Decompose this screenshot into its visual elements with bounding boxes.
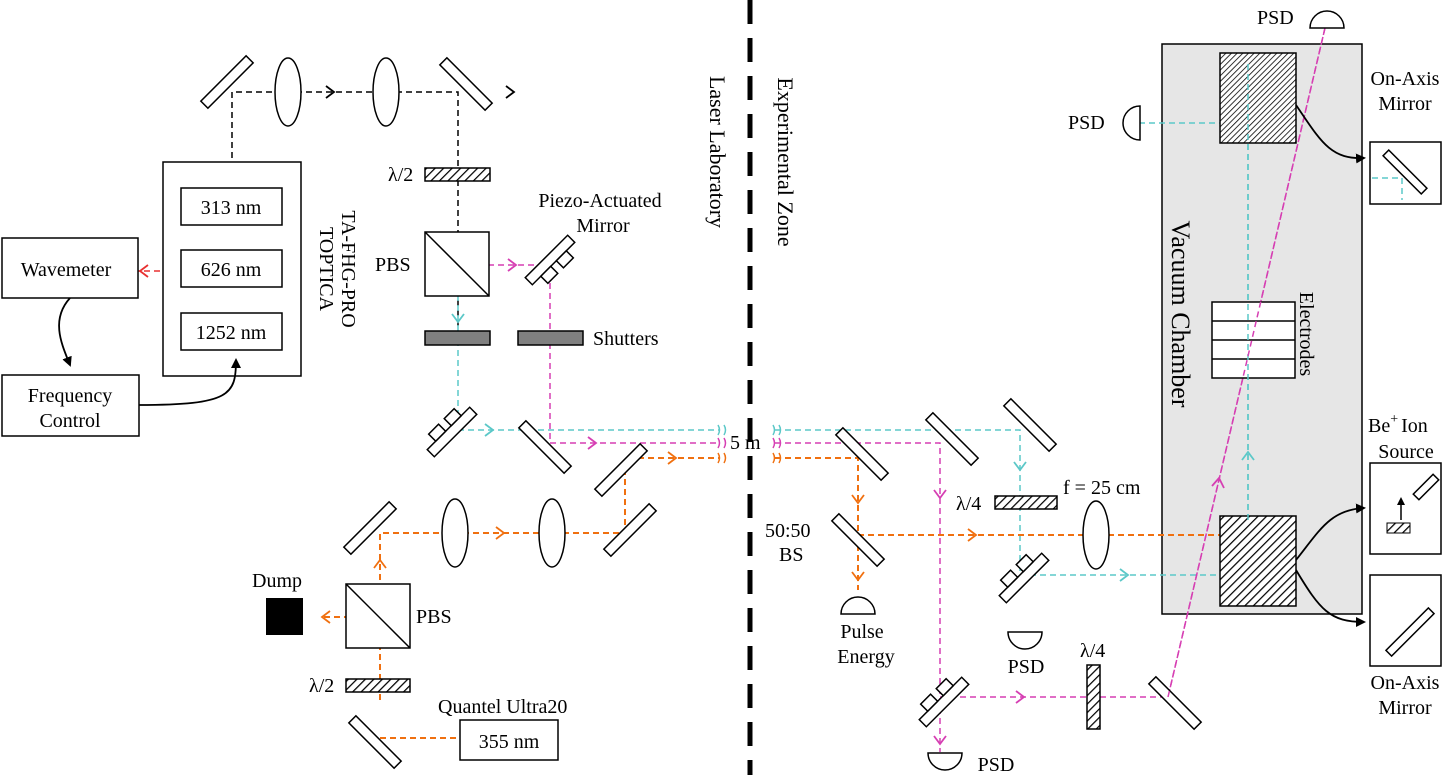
box-626nm (180, 249, 283, 288)
mirror-exp-orange (834, 426, 890, 482)
electrodes-label: Electrodes (1295, 292, 1317, 377)
lens-top-1 (274, 57, 302, 127)
mirror-exp-magenta (924, 411, 980, 467)
beamsplitter-label-1: 50:50 (765, 520, 811, 542)
quarterwave-plate-a-label: λ/4 (956, 493, 981, 515)
halfwave-plate-bottom-label: λ/2 (309, 675, 334, 697)
psd-left-label: PSD (1068, 112, 1105, 134)
piezo-label-1: Piezo-Actuated (538, 190, 661, 212)
control-to-laser-cable (138, 358, 241, 406)
be-ion-label-1: Be+Ion (1368, 412, 1428, 437)
halfwave-plate-top (424, 167, 491, 182)
on-axis-mirror-bottom-box (1369, 574, 1442, 667)
quantel-laser-box (459, 719, 559, 761)
piezo-mirror-left (426, 406, 478, 458)
pulse-energy-label-1: Pulse (840, 621, 883, 643)
frequency-control-label-1: Frequency (28, 385, 112, 407)
quarterwave-plate-a (994, 495, 1058, 510)
laser-laboratory-label: Laser Laboratory (705, 76, 730, 228)
piezo-label-2: Mirror (576, 215, 630, 237)
psd-mid-label: PSD (1008, 656, 1045, 678)
piezo-mirror (524, 234, 576, 286)
mirror-top-right (438, 56, 494, 112)
lens-top-2 (372, 57, 400, 127)
piezo-mirror-exp-bottom (918, 676, 970, 728)
quarterwave-plate-b (1086, 664, 1101, 730)
lens-bottom-2 (538, 498, 566, 568)
psd-bottom-label: PSD (978, 754, 1015, 775)
five-meter-label: 5 m (730, 432, 761, 454)
label-626nm: 626 nm (201, 259, 262, 281)
psd-top-detector (1309, 10, 1345, 29)
vacuum-chamber-label: Vacuum Chamber (1166, 220, 1195, 407)
psd-left-detector (1122, 105, 1141, 141)
beamsplitter-label-2: BS (779, 544, 803, 566)
toptica-label-2: TA-FHG-PRO (337, 210, 359, 327)
on-axis-top-label-1: On-Axis (1371, 68, 1440, 90)
label-1252nm: 1252 nm (196, 322, 267, 344)
pulse-energy-detector (840, 596, 876, 615)
beam-dump (266, 598, 303, 635)
psd-mid-detector (1007, 631, 1043, 650)
cable-to-on-axis-bottom (1295, 569, 1366, 627)
shutters-label: Shutters (593, 328, 659, 350)
toptica-label-1: TOPTICA (315, 227, 337, 312)
label-355nm: 355 nm (479, 731, 540, 753)
lens-bottom-1 (441, 498, 469, 568)
frequency-control-label-2: Control (39, 410, 101, 432)
wavemeter-label: Wavemeter (21, 259, 112, 281)
shutter-magenta (517, 330, 584, 346)
quarterwave-plate-b-label: λ/4 (1080, 640, 1105, 662)
mirror-top-left (199, 54, 255, 110)
halfwave-plate-bottom (345, 678, 411, 693)
be-ion-label-3: Source (1378, 441, 1434, 463)
wavemeter-to-control-cable (58, 297, 72, 367)
box-313nm (180, 187, 283, 226)
on-axis-top-label-2: Mirror (1378, 93, 1432, 115)
mirror-bottom-upper (342, 500, 398, 556)
wavemeter-box (1, 237, 139, 299)
shutter-cyan (424, 330, 491, 346)
pbs-bottom-label: PBS (416, 606, 452, 628)
lens-focusing (1082, 500, 1110, 570)
on-axis-bottom-label-2: Mirror (1378, 697, 1432, 719)
trap-bottom-target (1219, 515, 1297, 607)
pbs-top-label: PBS (375, 254, 411, 276)
halfwave-plate-top-label: λ/2 (388, 164, 413, 186)
psd-top-label: PSD (1257, 7, 1294, 29)
mirror-orange-fold-bottom (602, 502, 658, 558)
mirror-bottom-lower (347, 714, 403, 770)
trap-top-target (1219, 52, 1297, 144)
beamsplitter-50-50 (830, 512, 886, 568)
fiber-break-marks (717, 424, 782, 464)
focal-length-label: f = 25 cm (1063, 477, 1141, 499)
mirror-orange-fold-top (593, 442, 649, 498)
box-1252nm (180, 312, 283, 351)
quantel-laser-label: Quantel Ultra20 (438, 696, 567, 718)
electrodes-stack (1211, 301, 1296, 379)
mirror-exp-final (1147, 675, 1203, 731)
mirror-exp-cyan (1002, 397, 1058, 453)
pulse-energy-label-2: Energy (837, 646, 894, 668)
psd-bottom-detector (927, 752, 963, 771)
cable-to-on-axis-top (1295, 104, 1366, 164)
on-axis-bottom-label-1: On-Axis (1371, 672, 1440, 694)
piezo-mirror-exp (998, 552, 1050, 604)
experimental-zone-label: Experimental Zone (773, 77, 798, 246)
mirror-magenta-fold (517, 419, 573, 475)
cable-to-ion-source (1295, 503, 1366, 561)
dump-label: Dump (252, 570, 302, 592)
label-313nm: 313 nm (201, 197, 262, 219)
